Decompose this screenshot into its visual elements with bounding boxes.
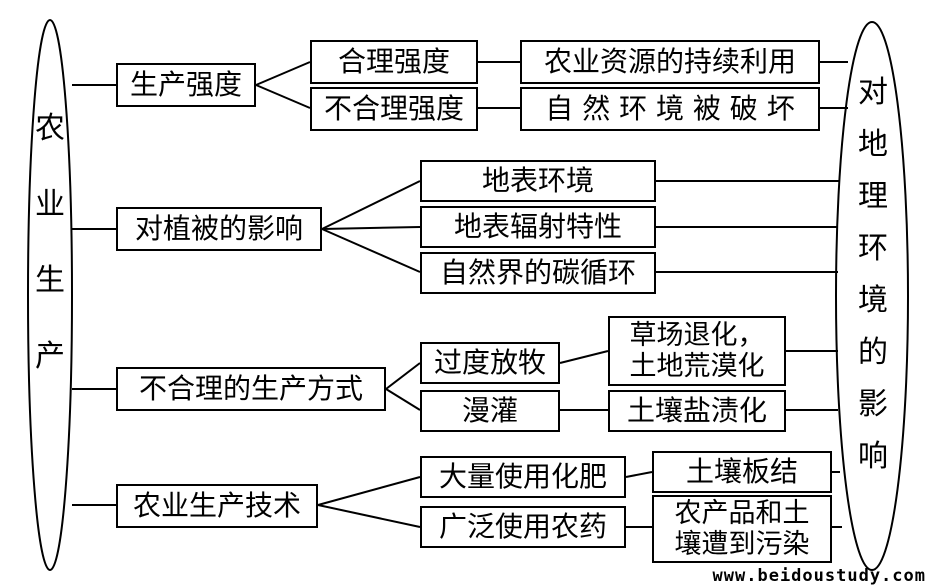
vertical-char: 响 (858, 439, 888, 474)
right-ellipse (835, 21, 909, 571)
vertical-char: 境 (858, 283, 888, 318)
effect-carbon-cycle: 自然界的碳循环 (420, 252, 656, 294)
vertical-char: 农 (35, 111, 65, 146)
vertical-char: 业 (35, 187, 65, 222)
vertical-char: 的 (858, 335, 888, 370)
branch-pesticide: 广泛使用农药 (420, 506, 626, 548)
result-salinization: 土壤盐渍化 (608, 390, 786, 432)
branch-unreasonable-intensity: 不合理强度 (310, 87, 478, 131)
vertical-char: 理 (858, 179, 888, 214)
result-desertification: 草场退化， 土地荒漠化 (608, 316, 786, 386)
branch-flood-irrigation: 漫灌 (420, 390, 560, 432)
branch-fertilizer: 大量使用化肥 (420, 456, 626, 498)
branch-reasonable-intensity: 合理强度 (310, 40, 478, 84)
vertical-char: 环 (858, 231, 888, 266)
result-environment-destroyed: 自 然 环 境 被 破 坏 (520, 87, 820, 131)
category-agri-technology: 农业生产技术 (116, 484, 318, 528)
effect-surface-environment: 地表环境 (420, 160, 656, 202)
left-ellipse (27, 19, 73, 571)
vertical-char: 地 (858, 127, 888, 162)
category-vegetation-impact: 对植被的影响 (116, 207, 322, 251)
effect-surface-radiation: 地表辐射特性 (420, 206, 656, 248)
result-pollution: 农产品和土 壤遭到污染 (652, 495, 832, 563)
vertical-char: 产 (35, 339, 65, 374)
branch-overgrazing: 过度放牧 (420, 342, 560, 384)
category-unreasonable-methods: 不合理的生产方式 (116, 367, 386, 411)
vertical-char: 对 (858, 75, 888, 110)
vertical-char: 生 (35, 263, 65, 298)
category-production-intensity: 生产强度 (116, 63, 256, 107)
vertical-char: 影 (858, 387, 888, 422)
result-resource-sustainable-use: 农业资源的持续利用 (520, 40, 820, 84)
watermark: www.beidoustudy.com (712, 566, 926, 586)
left-vertical-label: 农业生产 (34, 114, 66, 418)
result-soil-compaction: 土壤板结 (652, 451, 832, 493)
right-vertical-label: 对地理环境的影响 (855, 78, 891, 494)
